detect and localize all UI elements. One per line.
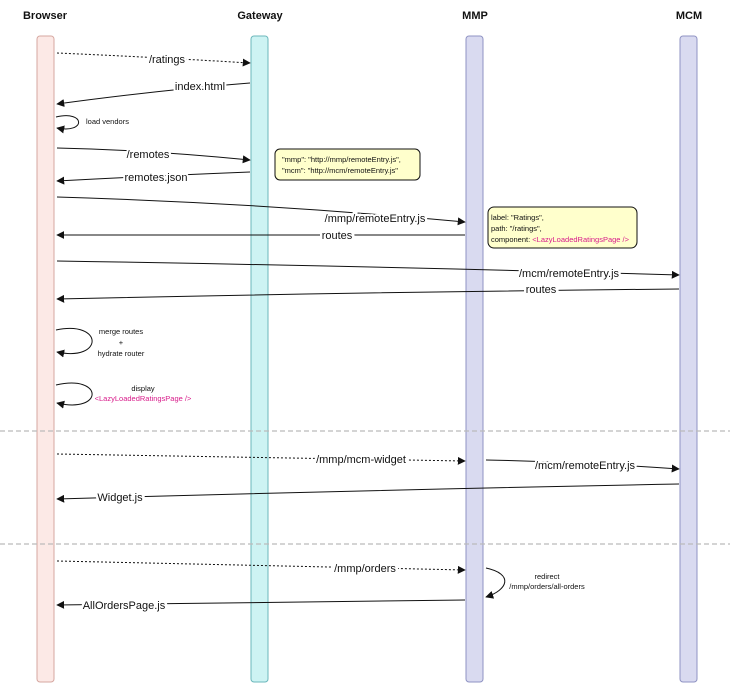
message-label-mmp-remote-entry: /mmp/remoteEntry.js: [325, 213, 426, 225]
self-call-label-display: display: [131, 384, 155, 393]
self-call-arrow-redirect: [485, 567, 506, 599]
lane-title-mmp: MMP: [462, 10, 488, 22]
lane-title-mcm: MCM: [676, 10, 702, 22]
message-arrow-remotes-json: [56, 171, 251, 185]
lifeline-gateway: [250, 35, 269, 683]
message-arrow-ratings: [56, 52, 251, 67]
note-routes-line-1: label: "Ratings",: [491, 213, 544, 222]
lane-title-browser: Browser: [23, 10, 68, 22]
self-call-label-hydrate-router: hydrate router: [98, 349, 145, 358]
message-label-index-html: index.html: [175, 81, 225, 93]
note-remotes: [274, 148, 421, 181]
note-remotes-line-2: "mcm": "http://mcm/remoteEntry.js": [282, 166, 398, 175]
message-label-mcm-remote-entry-2: /mcm/remoteEntry.js: [535, 460, 636, 472]
message-arrow-remotes: [56, 147, 251, 164]
self-call-label-plus: +: [119, 338, 124, 347]
message-label-all-orders-page: AllOrdersPage.js: [83, 600, 166, 612]
self-call-arrow-merge-routes: [55, 328, 93, 358]
lifeline-browser: [36, 35, 55, 683]
message-label-mmp-orders: /mmp/orders: [334, 563, 396, 575]
self-call-label-merge-routes: merge routes: [99, 327, 143, 336]
message-arrow-mmp-orders: [56, 560, 466, 574]
lifeline-mmp: [465, 35, 484, 683]
message-label-routes-mcm: routes: [526, 284, 557, 296]
message-arrow-mcm-remote-entry-2: [485, 459, 680, 473]
message-label-mcm-remote-entry: /mcm/remoteEntry.js: [519, 268, 620, 280]
self-call-label-redirect: redirect: [534, 572, 560, 581]
self-call-arrow-load-vendors: [55, 115, 80, 134]
lane-title-gateway: Gateway: [237, 10, 283, 22]
self-call-label-lazy-page: <LazyLoadedRatingsPage />: [95, 394, 192, 403]
message-label-mmp-mcm-widget: /mmp/mcm-widget: [316, 454, 406, 466]
self-call-label-redirect-path: /mmp/orders/all-orders: [509, 582, 585, 591]
note-routes-component: <LazyLoadedRatingsPage />: [532, 235, 629, 244]
message-label-ratings: /ratings: [149, 54, 186, 66]
message-arrow-all-orders-page: [56, 599, 466, 609]
note-routes-line-2: path: "/ratings",: [491, 224, 542, 233]
note-remotes-line-1: "mmp": "http://mmp/remoteEntry.js",: [282, 155, 401, 164]
message-arrow-mmp-remote-entry: [56, 196, 466, 226]
message-arrow-widget-js: [56, 483, 680, 503]
message-label-routes-mmp: routes: [322, 230, 353, 242]
message-arrow-routes-mcm: [56, 288, 680, 303]
message-arrow-mmp-mcm-widget: [56, 453, 466, 465]
self-call-label-load-vendors: load vendors: [86, 117, 129, 126]
message-label-remotes: /remotes: [127, 149, 170, 161]
message-label-widget-js: Widget.js: [97, 492, 143, 504]
message-label-remotes-json: remotes.json: [125, 172, 188, 184]
message-arrow-index-html: [56, 82, 251, 107]
note-routes-line-3: component: <LazyLoadedRatingsPage />: [491, 235, 630, 244]
message-arrow-mcm-remote-entry: [56, 260, 680, 279]
lifeline-mcm: [679, 35, 698, 683]
note-routes: [487, 206, 638, 249]
self-call-arrow-display: [55, 382, 93, 409]
